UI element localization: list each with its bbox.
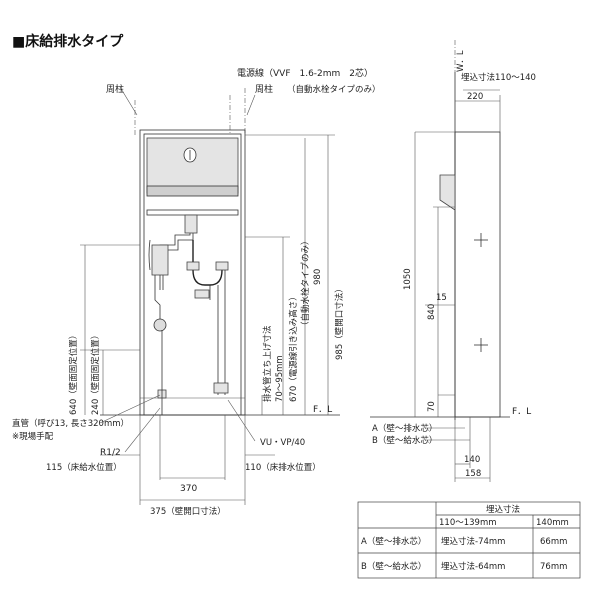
table-row-label: B（壁〜給水芯） bbox=[361, 561, 426, 572]
label-wl: W．L bbox=[456, 50, 466, 72]
label-fl-front: F．L bbox=[313, 405, 332, 415]
label-site-supply: ※現場手配 bbox=[12, 431, 54, 442]
front-view: 周柱 周柱 電源線（VVF 1.6-2mm 2芯） （自動水栓タイプのみ） 64… bbox=[12, 67, 381, 517]
label-b: B（壁〜給水芯） bbox=[372, 435, 437, 446]
dim-980: 980 bbox=[313, 269, 323, 285]
label-column-left: 周柱 bbox=[106, 83, 124, 95]
label-fl-side: F．L bbox=[512, 407, 531, 417]
dim-240: 240（壁面固定位置） bbox=[90, 331, 101, 415]
dim-70: 70 bbox=[427, 401, 437, 412]
label-a: A（壁〜排水芯） bbox=[372, 423, 437, 434]
label-straight-pipe: 直管（呼び13, 長さ320mm） bbox=[12, 418, 129, 429]
dimension-table: 埋込寸法 110〜139mm 140mm A（壁〜排水芯） 埋込寸法-74mm … bbox=[357, 501, 581, 579]
table-cell: 66mm bbox=[540, 537, 567, 547]
dim-640: 640（壁面固定位置） bbox=[68, 331, 79, 415]
diagram-title: ■床給排水タイプ bbox=[12, 33, 124, 50]
label-embed: 埋込寸法110〜140 bbox=[461, 72, 536, 83]
label-115: 115（床給水位置） bbox=[46, 462, 122, 473]
table-cell: 76mm bbox=[540, 562, 567, 572]
table-col1: 110〜139mm bbox=[439, 518, 497, 528]
table-row-label: A（壁〜排水芯） bbox=[361, 536, 426, 547]
table-cell: 埋込寸法-74mm bbox=[441, 536, 505, 547]
table-header: 埋込寸法 bbox=[486, 504, 520, 515]
dim-840: 840 bbox=[427, 304, 437, 320]
label-column-right: 周柱 bbox=[255, 83, 273, 95]
label-110: 110（床排水位置） bbox=[245, 462, 321, 473]
dim-drain-rise: 排水管立ち上げ寸法 bbox=[262, 325, 273, 402]
dim-985: 985（壁開口寸法） bbox=[334, 284, 345, 360]
table-col2: 140mm bbox=[536, 518, 569, 528]
label-auto-faucet: （自動水栓タイプのみ） bbox=[287, 84, 381, 95]
dim-375: 375（壁開口寸法） bbox=[150, 506, 226, 517]
dim-370: 370 bbox=[180, 484, 197, 494]
dim-670: 670（電源線引き込み高さ） bbox=[288, 292, 299, 402]
dim-158: 158 bbox=[465, 469, 481, 479]
dim-140: 140 bbox=[464, 455, 480, 465]
dim-15: 15 bbox=[436, 293, 447, 303]
label-vu: VU・VP/40 bbox=[260, 438, 305, 448]
label-r12: R1/2 bbox=[100, 448, 121, 458]
dim-220: 220 bbox=[467, 92, 483, 102]
dim-1050: 1050 bbox=[403, 268, 413, 290]
dim-670-note: （自動水栓タイプのみ） bbox=[300, 236, 311, 330]
label-power-line: 電源線（VVF 1.6-2mm 2芯） bbox=[237, 67, 373, 79]
side-view: W．L 埋込寸法110〜140 220 1050 840 15 70 F．L A… bbox=[370, 40, 536, 482]
table-cell: 埋込寸法-64mm bbox=[441, 561, 505, 572]
basin bbox=[146, 137, 239, 194]
dim-drain-rise-val: 70〜95mm bbox=[275, 355, 285, 402]
